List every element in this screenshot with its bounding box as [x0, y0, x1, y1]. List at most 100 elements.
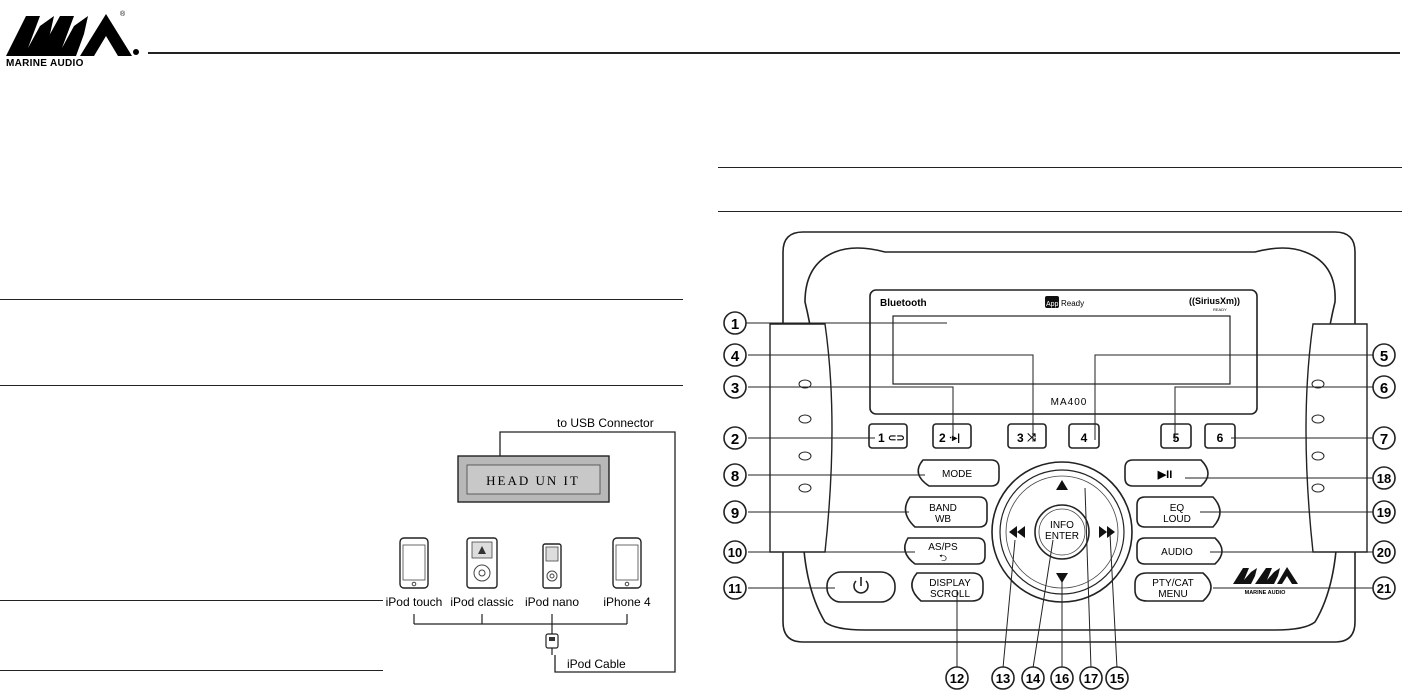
preset-2-button[interactable]: [932, 423, 972, 449]
band-label: BAND: [929, 503, 957, 514]
preset-6-label: 6: [1217, 431, 1224, 445]
up-arrow-icon[interactable]: [1056, 480, 1068, 490]
iphone-icon: [612, 537, 642, 589]
callout-number: 8: [731, 468, 739, 485]
device-label: iPod nano: [525, 595, 579, 609]
preset-4-button[interactable]: [1068, 423, 1100, 449]
callout-number: 7: [1380, 431, 1388, 448]
section-rule: [0, 600, 383, 601]
asps-label: AS/PS: [928, 542, 958, 553]
scroll-label: SCROLL: [930, 589, 970, 600]
eq-label: EQ: [1170, 503, 1185, 514]
eq-loud-button[interactable]: [1136, 496, 1221, 528]
callout-number: 3: [731, 380, 739, 397]
device-label: iPhone 4: [603, 595, 651, 609]
ipod-cable-label: iPod Cable: [567, 657, 626, 671]
callout-number: 2: [731, 431, 739, 448]
callout-number: 14: [1026, 671, 1041, 686]
callout-number: 15: [1110, 671, 1124, 686]
callout-number: 13: [996, 671, 1010, 686]
ipod-touch-icon: [399, 537, 429, 589]
preset-6-button[interactable]: [1204, 423, 1236, 449]
device-label: iPod touch: [386, 595, 443, 609]
seek-forward-icon[interactable]: [1099, 526, 1115, 538]
preset-1-button[interactable]: [868, 423, 908, 449]
audio-label: AUDIO: [1161, 547, 1193, 558]
callout-number: 4: [731, 348, 740, 365]
head-unit-label: HEAD UN IT: [486, 473, 580, 488]
intro-scan-icon: ⋅▸|: [949, 433, 960, 444]
callout-number: 6: [1380, 380, 1388, 397]
app-badge: App: [1046, 301, 1059, 308]
pty-menu-button[interactable]: [1134, 572, 1212, 602]
brand-name: MARINE AUDIO: [6, 58, 84, 69]
device-label: iPod classic: [450, 595, 513, 609]
callout-number: 11: [728, 581, 742, 596]
shuffle-icon: ⤨: [1027, 432, 1037, 444]
band-button[interactable]: [904, 496, 988, 528]
section-rule: [0, 385, 683, 386]
callout-number: 5: [1380, 348, 1388, 365]
app-ready-badge: Ready: [1061, 299, 1084, 308]
dock-connector-icon: [545, 633, 559, 655]
info-label: INFO: [1050, 520, 1074, 531]
callout-number: 1: [731, 316, 739, 333]
play-pause-label: ▶II: [1157, 469, 1173, 481]
info-enter-button[interactable]: [1034, 504, 1090, 560]
volume-knob[interactable]: INFO ENTER: [991, 461, 1133, 603]
callout-number: 18: [1377, 471, 1391, 486]
power-button[interactable]: [826, 571, 896, 603]
usb-connector-label: to USB Connector: [557, 416, 654, 430]
model-label: MA400: [1051, 397, 1088, 408]
head-unit-front-panel: Bluetooth App Ready ((SiriusXm)) READY M…: [723, 231, 1396, 690]
mode-label: MODE: [942, 469, 972, 480]
display-scroll-button[interactable]: [911, 572, 984, 602]
preset-5-label: 5: [1173, 431, 1180, 445]
ipod-classic-icon: [466, 537, 498, 589]
menu-label: MENU: [1158, 589, 1187, 600]
section-rule: [0, 299, 683, 300]
section-rule: [0, 670, 383, 671]
callout-number: 10: [728, 545, 742, 560]
asps-button[interactable]: [903, 537, 986, 565]
lcd-screen: [892, 315, 1231, 385]
repeat-icon: ⊂⊃: [888, 433, 905, 444]
bluetooth-badge: Bluetooth: [880, 298, 927, 309]
preset-3-label: 3: [1017, 431, 1024, 445]
preset-4-label: 4: [1081, 431, 1088, 445]
pty-label: PTY/CAT: [1152, 578, 1193, 589]
display-label: DISPLAY: [929, 578, 971, 589]
section-rule: [718, 211, 1402, 212]
preset-2-label: 2: [939, 431, 946, 445]
head-unit-box: HEAD UN IT: [457, 455, 610, 503]
faceplate-brand: MARINE AUDIO: [1245, 590, 1286, 596]
callout-number: 17: [1084, 671, 1098, 686]
preset-3-button[interactable]: [1007, 423, 1047, 449]
faceplate-logo: MARINE AUDIO: [1233, 567, 1298, 596]
down-arrow-icon[interactable]: [1056, 573, 1068, 583]
power-icon: [853, 577, 869, 594]
ipod-nano-icon: [542, 543, 562, 589]
svg-text:®: ®: [120, 10, 126, 18]
callout-number: 16: [1055, 671, 1069, 686]
audio-button[interactable]: [1136, 537, 1223, 565]
seek-back-icon[interactable]: [1009, 526, 1025, 538]
preset-5-button[interactable]: [1160, 423, 1192, 449]
section-rule: [718, 167, 1402, 168]
preset-1-label: 1: [878, 431, 885, 445]
callout-number: 21: [1377, 581, 1391, 596]
siriusxm-ready-badge: READY: [1213, 307, 1227, 312]
enter-label: ENTER: [1045, 531, 1079, 542]
siriusxm-badge: ((SiriusXm)): [1189, 296, 1240, 306]
ipod-connection-diagram: to USB Connector HEAD UN IT iPod touch i…: [386, 416, 676, 673]
callout-number: 19: [1377, 505, 1391, 520]
wb-label: WB: [935, 514, 951, 525]
callout-number: 20: [1377, 545, 1391, 560]
play-pause-button[interactable]: [1124, 459, 1209, 487]
back-arrow-icon: ⮌: [939, 553, 947, 564]
callout-number: 12: [950, 671, 964, 686]
loud-label: LOUD: [1163, 514, 1191, 525]
callout-number: 9: [731, 505, 739, 522]
header-rule: [148, 52, 1400, 54]
marine-audio-logo: ®: [6, 10, 139, 56]
